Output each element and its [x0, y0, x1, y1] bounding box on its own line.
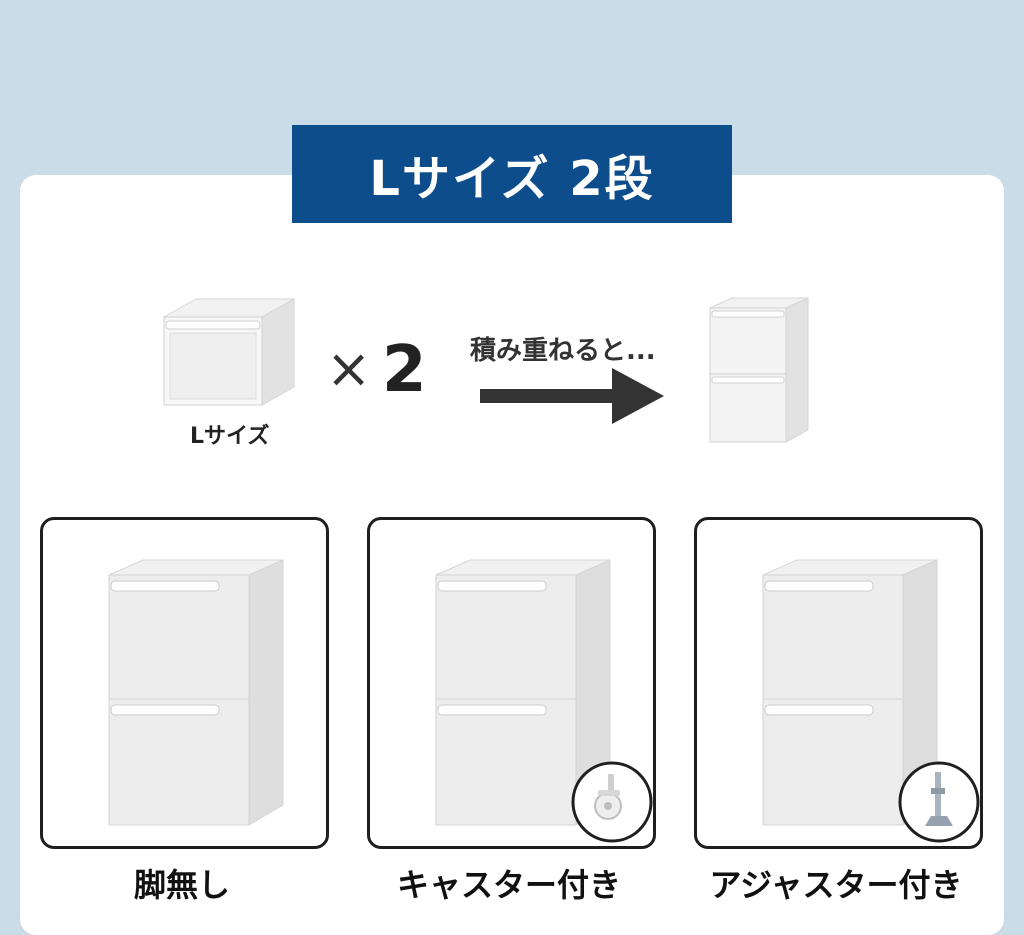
option-panel-no-legs — [40, 517, 329, 849]
option-label-adjusters: アジャスター付き — [709, 866, 963, 904]
arrow-caption: 積み重ねると... — [470, 336, 656, 366]
option-label-casters: キャスター付き — [396, 866, 621, 904]
caster-icon — [571, 761, 653, 843]
option-panel-casters — [367, 517, 656, 849]
right-arrow-icon — [480, 368, 664, 424]
unit-count: 2 — [382, 333, 427, 407]
adjuster-icon — [898, 761, 980, 843]
two-tier-box-image — [762, 559, 938, 826]
option-panel-adjusters — [694, 517, 983, 849]
page-title: Lサイズ 2段 — [292, 125, 732, 223]
two-tier-box-image — [435, 559, 611, 826]
times-symbol: × — [326, 337, 372, 400]
single-box-image — [162, 298, 295, 406]
two-tier-box-image — [108, 559, 284, 826]
stacked-box-image — [709, 297, 809, 443]
option-label-no-legs: 脚無し — [133, 866, 230, 904]
unit-label: Lサイズ — [190, 424, 270, 449]
